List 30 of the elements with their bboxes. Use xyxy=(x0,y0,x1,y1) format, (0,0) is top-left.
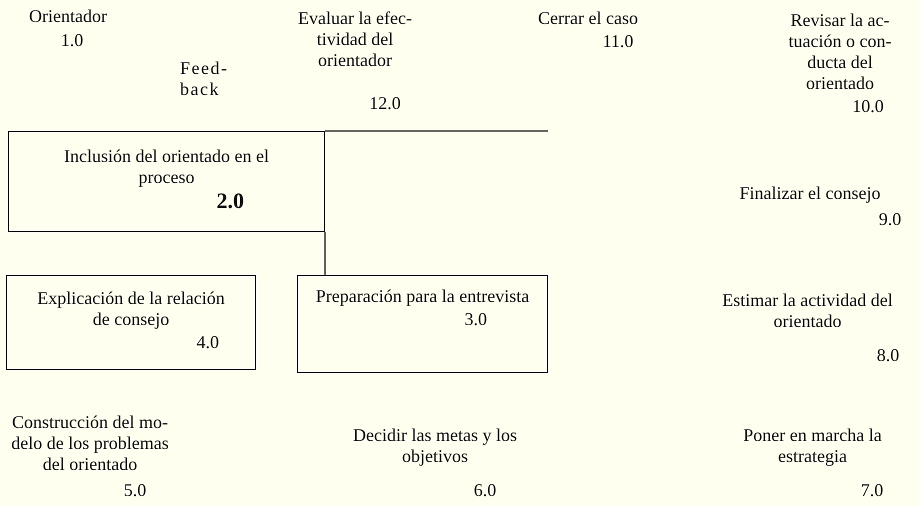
step-number: 4.0 xyxy=(196,332,219,352)
step-label: Decidir las metas y los objetivos xyxy=(352,425,518,467)
step-label: 11.0 xyxy=(602,31,634,52)
connector-line xyxy=(324,232,326,275)
step-label: Finalizar el consejo xyxy=(738,183,882,204)
step-label: Cerrar el caso xyxy=(537,8,639,29)
process-box xyxy=(8,131,325,232)
step-label: 12.0 xyxy=(368,93,402,114)
box-title: Inclusión del orientado en el proceso xyxy=(63,146,270,188)
step-label: 6.0 xyxy=(472,480,498,501)
step-label: Poner en marcha la estrategia xyxy=(742,425,883,467)
step-label: Evaluar la efec-tividad del orientador xyxy=(297,8,413,71)
connector-line xyxy=(325,130,548,132)
step-label: Revisar la ac-tuación o con-ducta del orientado xyxy=(788,10,892,94)
step-label: Construcción del mo-delo de los problemas del orientado xyxy=(10,412,170,475)
step-number: 3.0 xyxy=(464,309,487,329)
step-label: Estimar la actividad del orientado xyxy=(721,290,894,332)
step-label: 5.0 xyxy=(122,480,148,501)
step-label: 1.0 xyxy=(60,30,84,51)
step-label: 8.0 xyxy=(876,345,900,366)
process-box xyxy=(6,275,256,370)
step-label: 10.0 xyxy=(851,96,885,117)
step-label: Orientador xyxy=(28,6,108,27)
step-label: 9.0 xyxy=(878,209,902,230)
box-title: Explicación de la relación de consejo xyxy=(36,288,226,330)
process-box xyxy=(297,275,548,373)
step-number: 2.0 xyxy=(216,188,244,213)
step-label: Feed-back xyxy=(180,58,230,100)
step-label: 7.0 xyxy=(860,480,884,501)
box-title: Preparación para la entrevista xyxy=(315,286,530,307)
